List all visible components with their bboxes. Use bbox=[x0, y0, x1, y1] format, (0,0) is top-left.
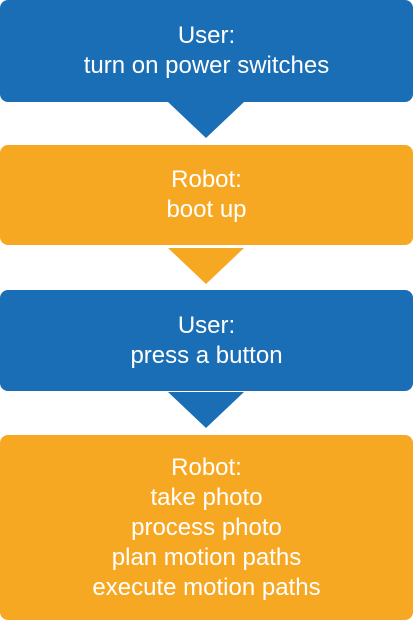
step-action-text: plan motion paths bbox=[111, 543, 302, 571]
down-arrow-icon bbox=[168, 102, 244, 138]
step-action-text: take photo bbox=[150, 483, 263, 511]
step-action-text: execute motion paths bbox=[92, 573, 321, 601]
down-arrow-icon bbox=[168, 248, 244, 284]
step-box-user-power: User: turn on power switches bbox=[0, 0, 413, 102]
step-actor-label: User: bbox=[177, 22, 236, 49]
step-action-text: press a button bbox=[130, 341, 283, 369]
step-action-text: process photo bbox=[131, 513, 282, 541]
step-box-user-button: User: press a button bbox=[0, 290, 413, 391]
step-box-robot-execute: Robot: take photo process photo plan mot… bbox=[0, 435, 413, 620]
step-actor-label: Robot: bbox=[171, 166, 242, 193]
step-actor-label: Robot: bbox=[171, 453, 242, 481]
step-action-text: boot up bbox=[166, 196, 247, 223]
down-arrow-icon bbox=[168, 392, 244, 428]
step-box-robot-boot: Robot: boot up bbox=[0, 145, 413, 245]
step-action-text: turn on power switches bbox=[83, 52, 330, 79]
step-actor-label: User: bbox=[177, 311, 236, 339]
